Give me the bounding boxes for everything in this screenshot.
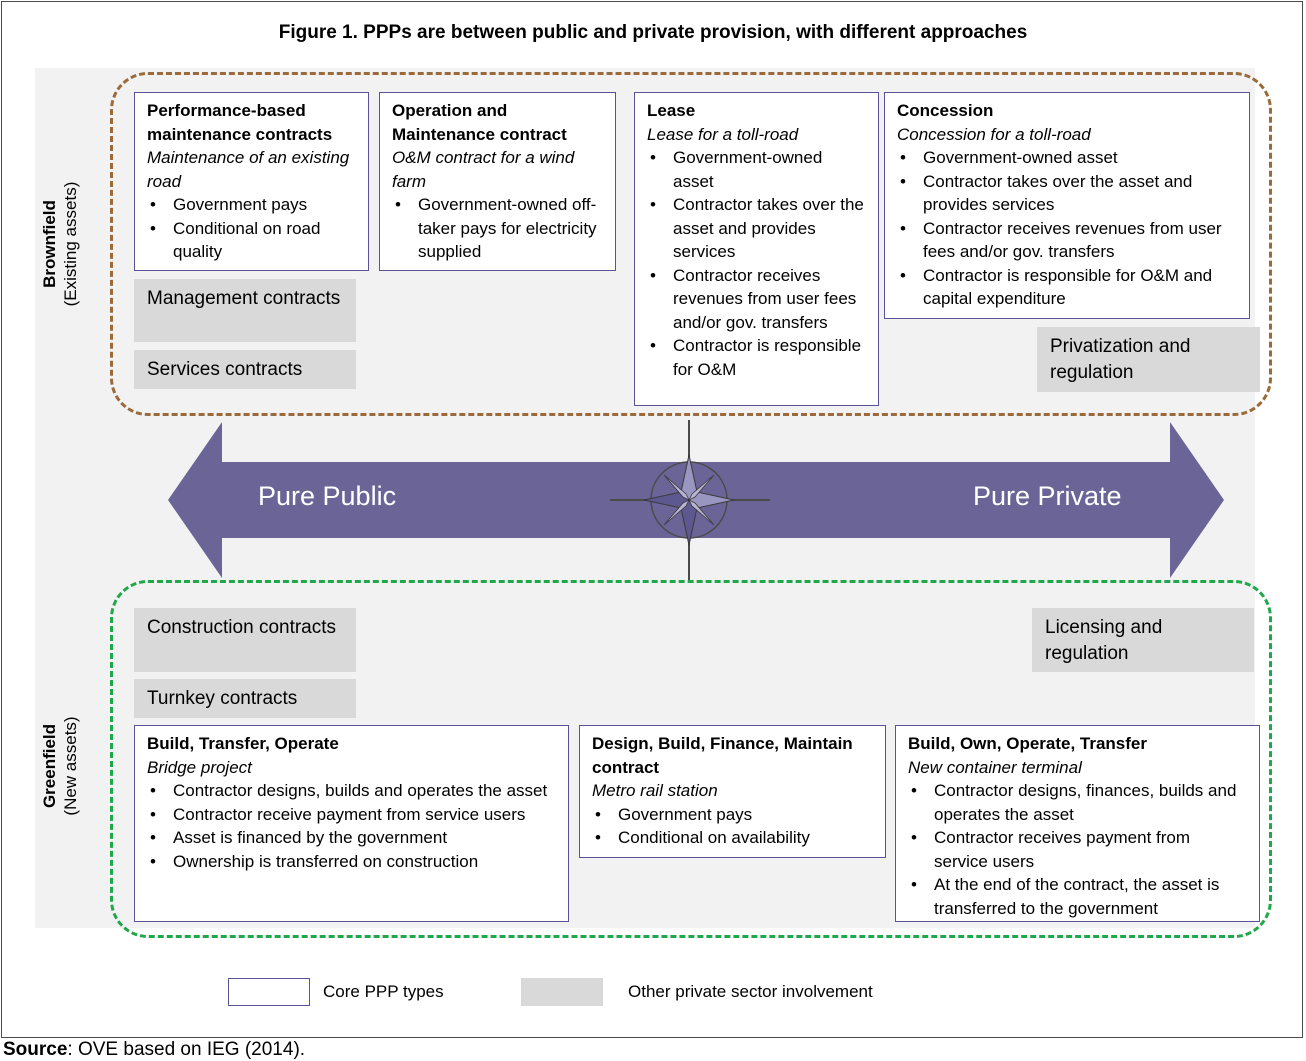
legend-core-swatch <box>228 978 310 1006</box>
card-design-build-finance-maintain: Design, Build, Finance, Maintain contrac… <box>579 725 886 858</box>
legend-other-swatch <box>521 978 603 1006</box>
card-bullets: Government-owned off-taker pays for elec… <box>392 193 603 264</box>
card-heading: Concession <box>897 101 994 120</box>
card-heading: Performance-based maintenance contracts <box>147 101 333 144</box>
card-bullet: Conditional on road quality <box>147 217 356 264</box>
card-bullet: Asset is financed by the government <box>147 826 556 850</box>
compass-rose-icon <box>610 420 770 580</box>
card-bullet: Contractor takes over the asset and prov… <box>647 193 866 264</box>
other-licensing-regulation: Licensing and regulation <box>1032 608 1254 672</box>
card-subtitle: Maintenance of an existing road <box>147 148 350 191</box>
greenfield-label-subtitle: (New assets) <box>61 716 80 816</box>
card-bullet: Contractor designs, finances, builds and… <box>908 779 1247 826</box>
other-management-contracts: Management contracts <box>134 279 356 342</box>
source-note: Source: OVE based on IEG (2014). <box>3 1039 305 1061</box>
figure-frame <box>1 1 1303 1038</box>
card-heading: Design, Build, Finance, Maintain contrac… <box>592 734 853 777</box>
card-build-own-operate-transfer: Build, Own, Operate, Transfer New contai… <box>895 725 1260 922</box>
card-bullet: Contractor receives payment from service… <box>908 826 1247 873</box>
legend-core-label: Core PPP types <box>323 982 444 1001</box>
card-bullet: Contractor is responsible for O&M <box>647 334 866 381</box>
card-bullet: Conditional on availability <box>592 826 873 850</box>
source-label: Source <box>3 1039 68 1060</box>
card-heading: Operation and Maintenance contract <box>392 101 567 144</box>
card-subtitle: Bridge project <box>147 757 252 777</box>
card-subtitle: Metro rail station <box>592 781 718 800</box>
pure-public-label: Pure Public <box>258 481 397 511</box>
card-subtitle: New container terminal <box>908 757 1082 777</box>
greenfield-label: Greenfield (New assets) <box>39 716 81 815</box>
card-subtitle: Concession for a toll-road <box>897 124 1091 144</box>
card-heading: Build, Own, Operate, Transfer <box>908 734 1147 753</box>
card-heading: Lease <box>647 101 696 120</box>
card-bullet: Government-owned off-taker pays for elec… <box>392 193 603 264</box>
greenfield-region <box>110 580 1272 938</box>
legend-other-label: Other private sector involvement <box>628 982 873 1001</box>
card-subtitle: Lease for a toll-road <box>647 124 799 144</box>
card-bullet: At the end of the contract, the asset is… <box>908 873 1247 920</box>
other-construction-contracts: Construction contracts <box>134 608 356 672</box>
card-concession: Concession Concession for a toll-road Go… <box>884 92 1250 319</box>
card-build-transfer-operate: Build, Transfer, Operate Bridge project … <box>134 725 569 922</box>
figure-title: Figure 1. PPPs are between public and pr… <box>278 22 1028 43</box>
card-bullet: Government pays <box>592 803 873 827</box>
greenfield-label-title: Greenfield <box>40 723 59 809</box>
card-bullet: Contractor designs, builds and operates … <box>147 779 556 803</box>
card-bullet: Contractor receive payment from service … <box>147 803 556 827</box>
card-bullet: Ownership is transferred on construction <box>147 850 556 874</box>
card-bullets: Government pays Conditional on road qual… <box>147 193 356 264</box>
pure-private-label: Pure Private <box>973 481 1122 511</box>
card-lease: Lease Lease for a toll-road Government-o… <box>634 92 879 406</box>
card-bullets: Government-owned asset Contractor takes … <box>897 146 1237 311</box>
brownfield-region <box>110 72 1272 416</box>
card-bullets: Contractor designs, builds and operates … <box>147 779 556 873</box>
card-subtitle: O&M contract for a wind farm <box>392 148 575 191</box>
card-bullet: Contractor receives revenues from user f… <box>647 264 866 335</box>
card-bullet: Contractor takes over the asset and prov… <box>897 170 1237 217</box>
other-privatization-regulation: Privatization and regulation <box>1037 327 1260 392</box>
card-bullet: Contractor receives revenues from user f… <box>897 217 1237 264</box>
other-services-contracts: Services contracts <box>134 350 356 389</box>
card-bullet: Government-owned asset <box>647 146 866 193</box>
card-bullet: Government pays <box>147 193 356 217</box>
card-bullet: Contractor is responsible for O&M and ca… <box>897 264 1237 311</box>
card-performance-based-maintenance: Performance-based maintenance contracts … <box>134 92 369 271</box>
card-bullet: Government-owned asset <box>897 146 1237 170</box>
card-heading: Build, Transfer, Operate <box>147 734 339 753</box>
other-turnkey-contracts: Turnkey contracts <box>134 679 356 718</box>
source-text: : OVE based on IEG (2014). <box>67 1039 306 1060</box>
card-operation-maintenance: Operation and Maintenance contract O&M c… <box>379 92 616 271</box>
card-bullets: Contractor designs, finances, builds and… <box>908 779 1247 920</box>
card-bullets: Government-owned asset Contractor takes … <box>647 146 866 381</box>
card-bullets: Government pays Conditional on availabil… <box>592 803 873 850</box>
